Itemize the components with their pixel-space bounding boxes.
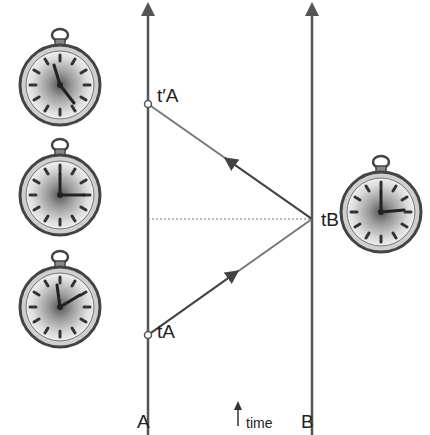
dotted-line <box>148 219 312 220</box>
axis-label: time <box>246 416 272 430</box>
stopwatch <box>20 139 100 235</box>
worldline-label: A <box>137 412 150 431</box>
time-arrow <box>234 401 242 426</box>
event-label: tA <box>157 322 175 341</box>
event-dot <box>145 101 152 108</box>
stopwatch <box>20 251 100 347</box>
event-dot <box>145 332 152 339</box>
stopwatch <box>20 29 100 125</box>
event-label: t′A <box>157 86 179 105</box>
worldline-label: B <box>301 412 314 431</box>
event-label: tB <box>321 210 339 229</box>
stopwatch <box>341 156 421 252</box>
light-signal <box>148 104 312 335</box>
